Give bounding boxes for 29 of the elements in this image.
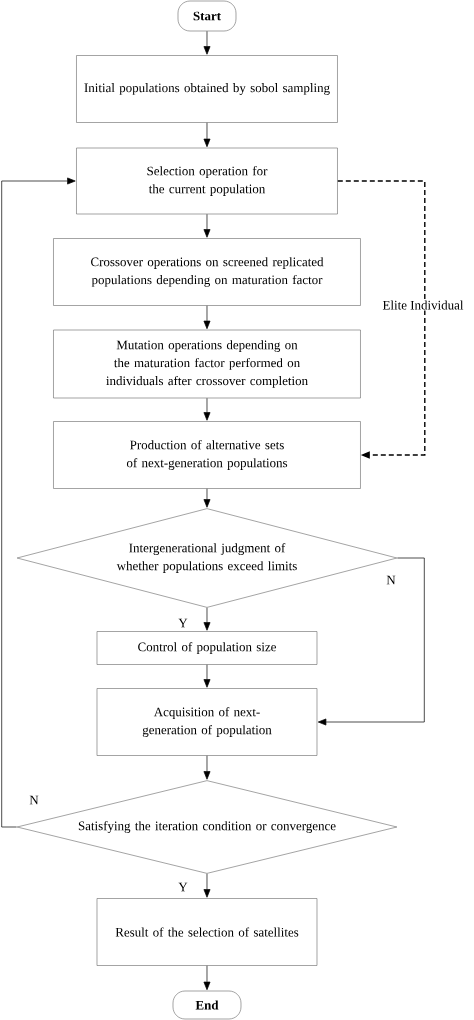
arrow [203, 664, 211, 688]
process-box: Crossover operations on screened replicated populations depending on maturation factor [53, 238, 361, 306]
arrow [337, 180, 426, 459]
process-box: Mutation operations depending on the maturation factor performed on individuals after crossover completion [53, 329, 361, 399]
arrow [203, 305, 211, 330]
arrow [203, 755, 211, 780]
edge-label: N [385, 574, 397, 586]
process-box: Control of population size [96, 631, 318, 665]
terminal-node: Start [177, 0, 237, 32]
edge-label: Y [177, 617, 189, 629]
arrow [203, 873, 211, 898]
arrow [317, 557, 425, 726]
edge-label: Elite Individual [381, 299, 465, 311]
process-box: Selection operation for the current population [76, 147, 338, 215]
arrow [203, 965, 211, 991]
arrow [203, 488, 211, 508]
process-box: Acquisition of next-generation of population [96, 688, 318, 756]
arrow [203, 607, 211, 631]
process-box: Production of alternative sets of next-generation populations [53, 421, 361, 489]
arrow [1, 177, 76, 828]
arrow [203, 397, 211, 421]
process-box: Initial populations obtained by sobol sampling [76, 55, 338, 123]
edge-label: Y [177, 881, 189, 893]
arrow [203, 122, 211, 148]
edge-label: N [28, 794, 40, 806]
arrow [203, 213, 211, 238]
process-box: Result of the selection of satellites [96, 898, 318, 966]
arrow [203, 30, 211, 55]
terminal-node: End [172, 990, 242, 1020]
